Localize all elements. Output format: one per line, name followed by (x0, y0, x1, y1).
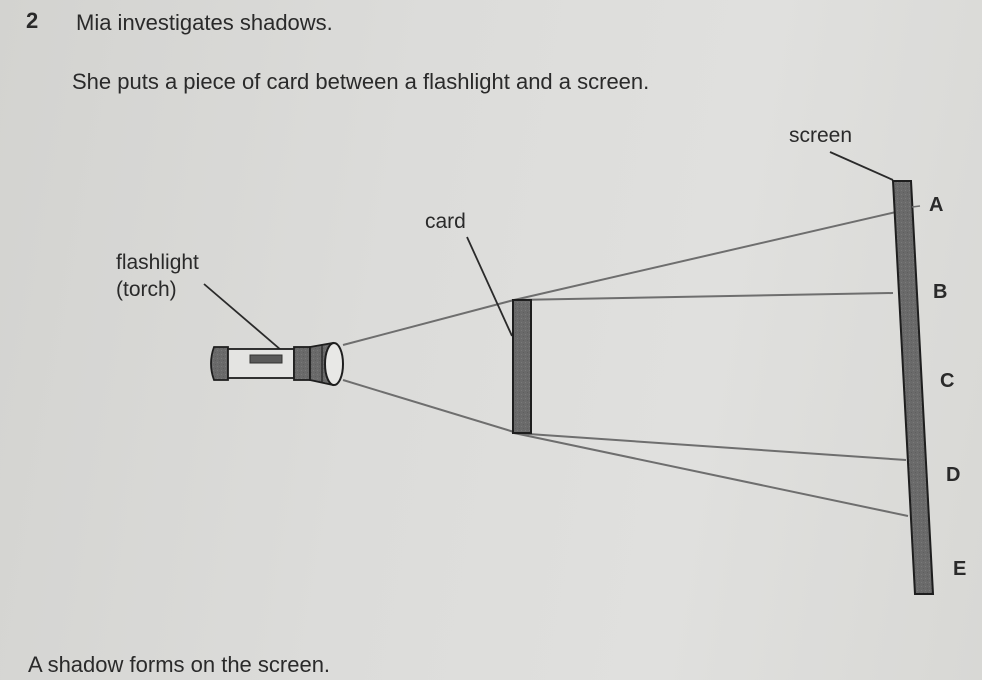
flashlight-icon (210, 341, 344, 387)
ray-to-A (513, 211, 897, 301)
point-D-label: D (946, 464, 961, 486)
light-rays (342, 211, 909, 517)
leader-lines (203, 151, 894, 351)
point-A-label: A (929, 194, 944, 216)
question-intro: She puts a piece of card between a flash… (72, 69, 650, 94)
card-object (512, 299, 532, 434)
ray-to-B (513, 292, 894, 301)
flashlight-leader (203, 283, 282, 351)
point-C-label: C (940, 370, 955, 392)
screen-label: screen (789, 124, 853, 147)
card-label: card (425, 210, 466, 233)
flashlight-label: flashlight (torch) (116, 249, 199, 303)
screen-leader (829, 151, 894, 181)
ray-to-D (513, 432, 907, 461)
ray-top-incoming (342, 299, 515, 346)
ray-bottom-incoming (342, 379, 515, 433)
screen-object (891, 180, 935, 595)
ray-to-E-region (513, 432, 909, 517)
question-title: Mia investigates shadows. (76, 10, 333, 35)
question-number: 2 (26, 8, 39, 33)
flashlight-label-line1: flashlight (116, 251, 199, 274)
card-leader (466, 236, 513, 337)
point-B-label: B (933, 281, 948, 303)
question-footer: A shadow forms on the screen. (28, 652, 331, 677)
flashlight-label-line2: (torch) (116, 278, 177, 301)
point-E-label: E (953, 558, 967, 580)
